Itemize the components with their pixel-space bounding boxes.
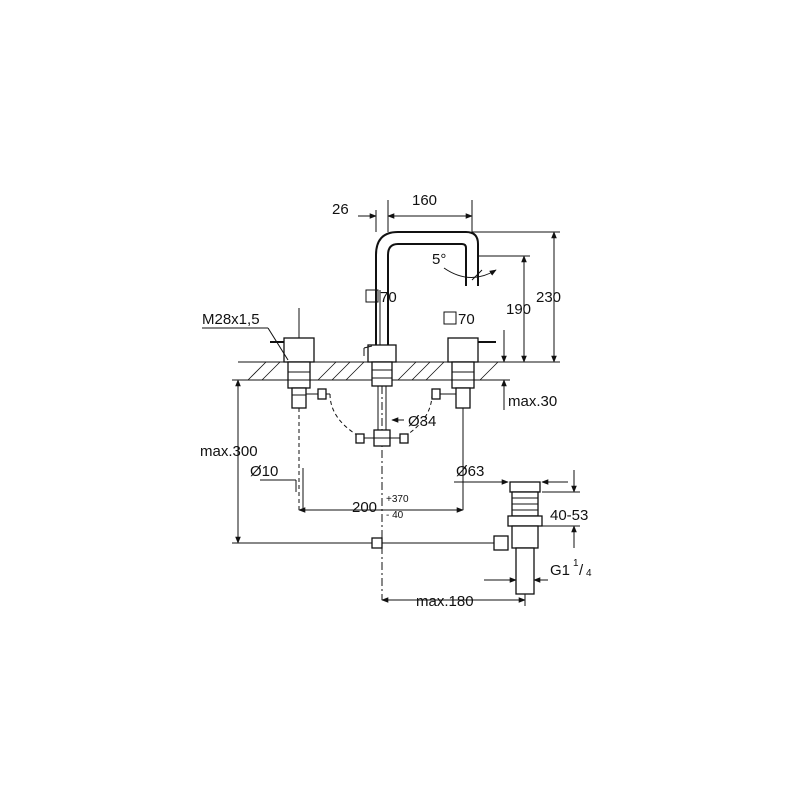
tolerance-minus: - 40 — [386, 510, 404, 521]
dim-160: 160 — [412, 192, 437, 209]
max-30: max.30 — [508, 393, 557, 410]
spout — [363, 231, 479, 600]
thread-g1-slash: / — [579, 562, 584, 579]
dim-190: 190 — [506, 301, 531, 318]
dim-230: 230 — [536, 289, 561, 306]
max-180: max.180 — [416, 593, 474, 610]
max-300: max.300 — [200, 443, 258, 460]
tolerance-plus: +370 — [386, 494, 409, 505]
dim-200: 200 — [352, 499, 377, 516]
square-70-spout: 70 — [380, 289, 397, 306]
dim-26: 26 — [332, 201, 349, 218]
thread-g1-numerator: 1 — [573, 558, 579, 569]
range-40-53: 40-53 — [550, 507, 588, 524]
diameter-34: Ø34 — [408, 413, 436, 430]
connection-hoses — [329, 386, 433, 447]
square-70-handle: 70 — [458, 311, 475, 328]
thread-g1: G1 — [550, 562, 570, 579]
angle-5: 5° — [432, 251, 446, 268]
right-valve — [431, 337, 496, 510]
thread-g1-denominator: 4 — [586, 568, 592, 579]
square-section-icon — [365, 289, 379, 303]
diameter-63: Ø63 — [456, 463, 484, 480]
dimension-lines — [202, 200, 580, 606]
square-section-icon — [443, 311, 457, 325]
thread-m28: M28x1,5 — [202, 311, 260, 328]
pop-up-waste — [371, 481, 543, 595]
diameter-10: Ø10 — [250, 463, 278, 480]
